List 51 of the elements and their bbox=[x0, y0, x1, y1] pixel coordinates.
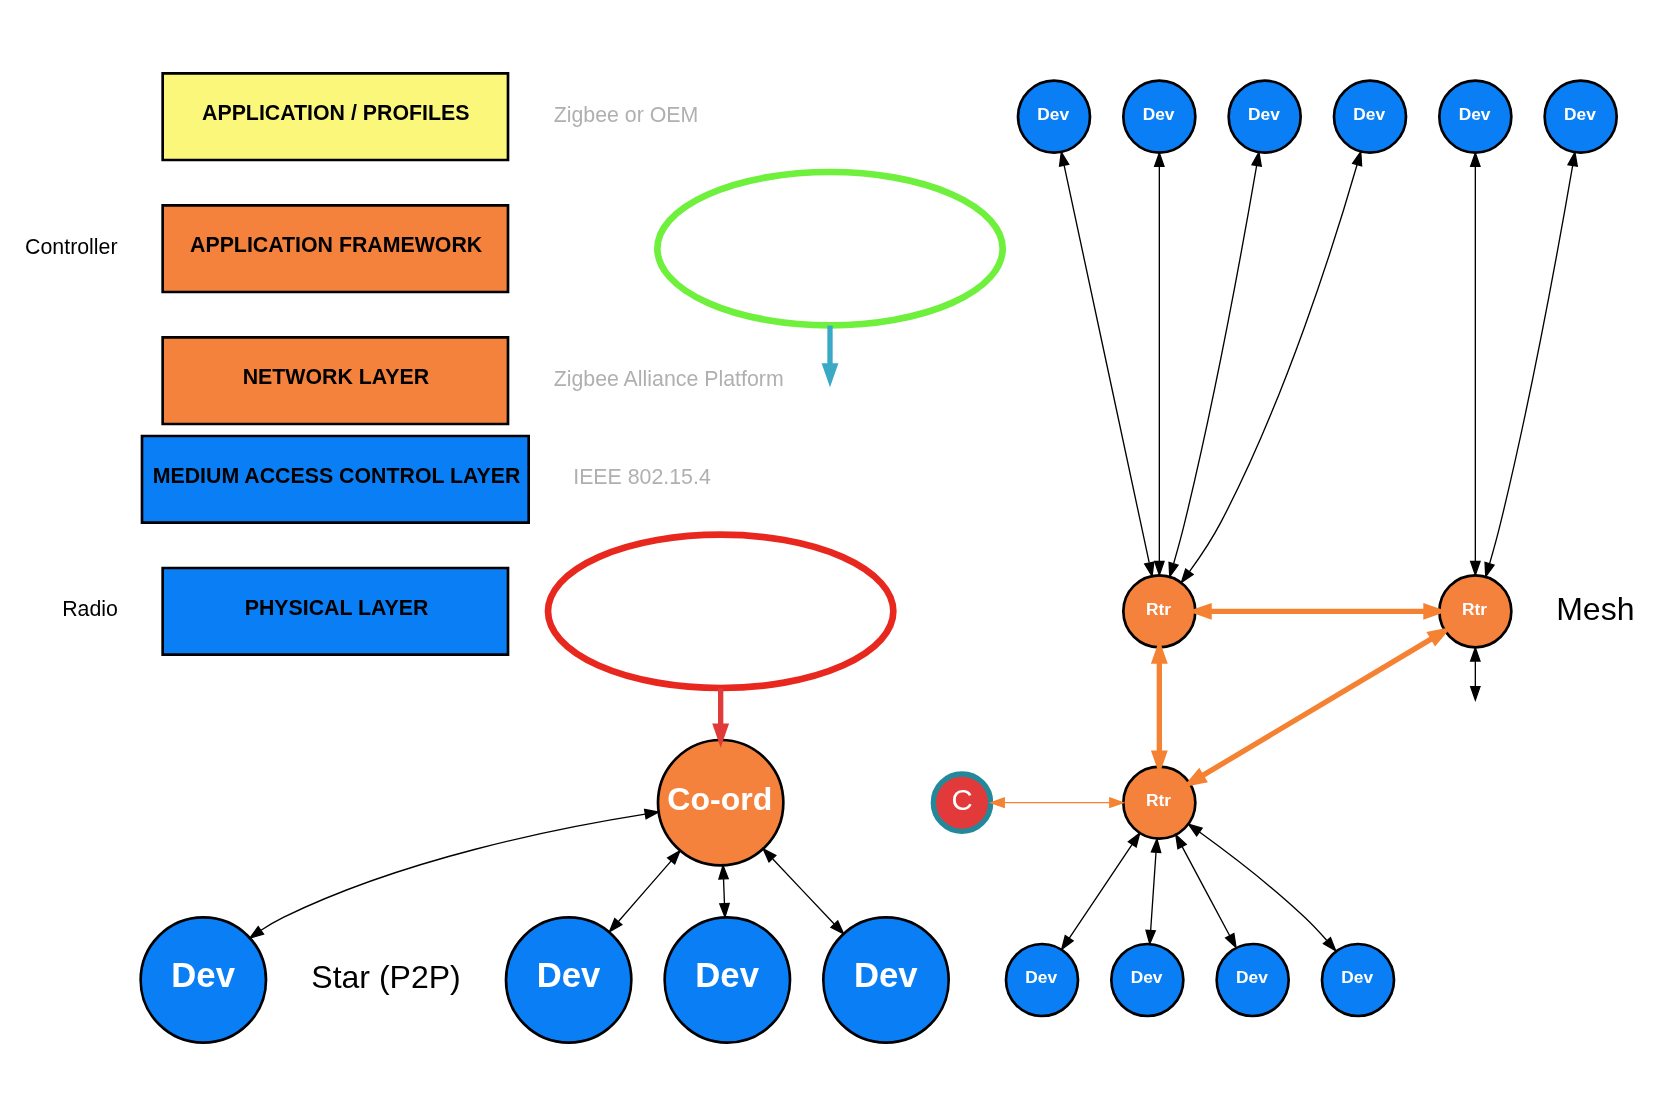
node-circle: Dev bbox=[1122, 78, 1197, 154]
node-circle: Dev bbox=[1438, 78, 1513, 154]
arrow bbox=[1484, 149, 1579, 578]
arrow bbox=[761, 847, 845, 935]
node-circle: Dev bbox=[1320, 942, 1396, 1017]
arrow bbox=[1182, 626, 1452, 787]
node-circle: Rtr bbox=[1438, 573, 1513, 649]
node-box: APPLICATION FRAMEWORK bbox=[161, 203, 510, 293]
label: Zigbee or OEM bbox=[553, 102, 699, 127]
node-circle: Rtr bbox=[1122, 573, 1197, 649]
arrow bbox=[1150, 639, 1168, 775]
node-circle: Dev bbox=[1332, 78, 1408, 154]
arrow bbox=[1060, 831, 1141, 951]
node-ellipse bbox=[544, 530, 897, 691]
node-circle: Dev bbox=[1543, 78, 1618, 154]
arrow bbox=[1145, 836, 1162, 946]
node-box: APPLICATION / PROFILES bbox=[161, 71, 510, 161]
arrow bbox=[1058, 149, 1155, 578]
label: Star (P2P) bbox=[311, 958, 461, 995]
arrow bbox=[1180, 149, 1363, 584]
arrow bbox=[821, 325, 839, 387]
label: Mesh bbox=[1556, 590, 1635, 627]
label: Controller bbox=[25, 234, 118, 259]
arrow bbox=[608, 848, 682, 933]
arrow bbox=[1174, 832, 1237, 949]
arrow bbox=[988, 796, 1126, 808]
node-circle: Dev bbox=[1004, 942, 1080, 1017]
node-ellipse bbox=[654, 168, 1006, 329]
label: Radio bbox=[62, 596, 118, 621]
arrow bbox=[712, 687, 730, 748]
node-circle: Dev bbox=[1110, 942, 1185, 1017]
label: IEEE 802.15.4 bbox=[573, 464, 711, 489]
arrow bbox=[1469, 150, 1481, 577]
node-circle: Rtr bbox=[1122, 764, 1197, 840]
arrow bbox=[717, 863, 731, 919]
arrow bbox=[248, 808, 661, 939]
label: Zigbee Alliance Platform bbox=[553, 366, 784, 391]
arrow bbox=[1186, 822, 1338, 952]
arrow bbox=[1469, 645, 1481, 702]
node-circle: Dev bbox=[1227, 78, 1302, 154]
arrow bbox=[1153, 150, 1165, 577]
node-circle: Dev bbox=[663, 915, 792, 1044]
node-circle: Dev bbox=[1215, 942, 1290, 1017]
node-circle: Dev bbox=[1016, 78, 1092, 154]
node-circle: C bbox=[930, 770, 994, 834]
node-box: NETWORK LAYER bbox=[161, 335, 510, 425]
node-box: MEDIUM ACCESS CONTROL LAYER bbox=[140, 434, 530, 524]
arrow bbox=[1168, 149, 1263, 578]
node-box: PHYSICAL LAYER bbox=[161, 566, 510, 656]
node-circle: Dev bbox=[822, 915, 950, 1044]
arrow bbox=[1187, 602, 1448, 620]
